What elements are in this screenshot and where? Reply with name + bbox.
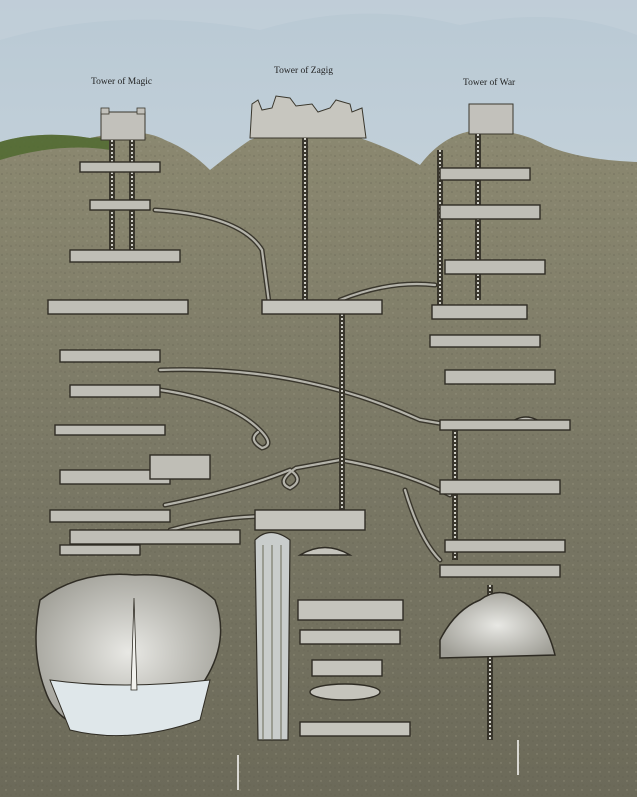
waterfall (254, 531, 291, 741)
magic-dungeon-chambers (47, 161, 241, 556)
grass (0, 134, 110, 160)
tower-of-zagig-label: Tower of Zagig (274, 66, 333, 76)
tower-of-magic-label: Tower of Magic (91, 77, 153, 87)
tower-of-war-label: Tower of War (463, 78, 516, 88)
tower-of-magic-building (100, 107, 146, 141)
zagig-central-hall (254, 299, 411, 737)
war-dungeon-chambers (429, 167, 571, 578)
tower-of-zagig-ruins (249, 95, 367, 139)
cloud (0, 0, 637, 40)
deep-shafts (237, 740, 519, 790)
eastern-cavern (439, 591, 556, 659)
great-cavern (35, 573, 222, 737)
tower-of-war-building (468, 103, 514, 135)
